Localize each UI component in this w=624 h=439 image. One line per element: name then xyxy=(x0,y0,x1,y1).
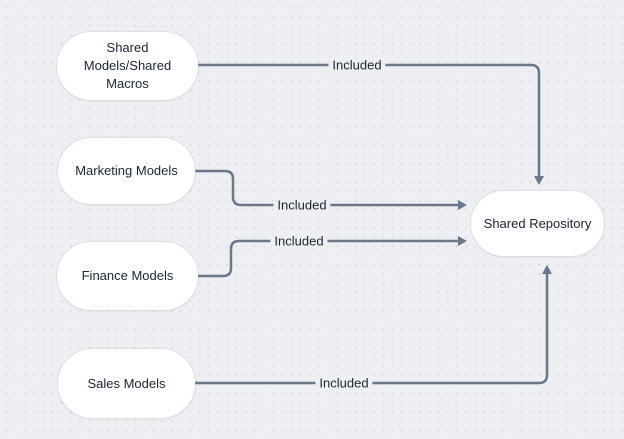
arrowhead-marketing-models-to-repository xyxy=(458,200,467,210)
node-sales-models: Sales Models xyxy=(58,349,195,418)
edge-label-finance-models-to-repository: Included xyxy=(270,233,328,249)
node-label-shared-repository: Shared Repository xyxy=(483,215,592,231)
node-shared-models-shared-macros: Shared Models/Shared Macros xyxy=(57,32,198,100)
edge-marketing-models-to-repository xyxy=(195,169,458,207)
node-label-sales-models: Sales Models xyxy=(87,375,166,391)
node-label-finance-models: Finance Models xyxy=(81,268,174,283)
edge-label-shared-models-to-repository: Included xyxy=(328,57,386,73)
edge-label-marketing-models-to-repository: Included xyxy=(273,197,331,213)
node-finance-models: Finance Models xyxy=(57,242,198,310)
node-label-marketing-models: Marketing Models xyxy=(75,163,178,178)
node-marketing-models: Marketing Models xyxy=(58,138,195,204)
edge-shared-models-to-repository xyxy=(198,63,541,176)
arrowhead-sales-models-to-repository xyxy=(542,265,552,274)
arrowhead-finance-models-to-repository xyxy=(458,236,467,246)
node-label-shared-models-shared-macros: Shared Models/Shared Macros xyxy=(83,40,172,91)
arrowhead-shared-models-to-repository xyxy=(534,176,544,185)
edge-label-sales-models-to-repository: Included xyxy=(315,375,373,391)
node-shared-repository: Shared Repository xyxy=(471,191,604,256)
edge-finance-models-to-repository xyxy=(197,239,458,278)
edge-sales-models-to-repository xyxy=(195,274,549,385)
